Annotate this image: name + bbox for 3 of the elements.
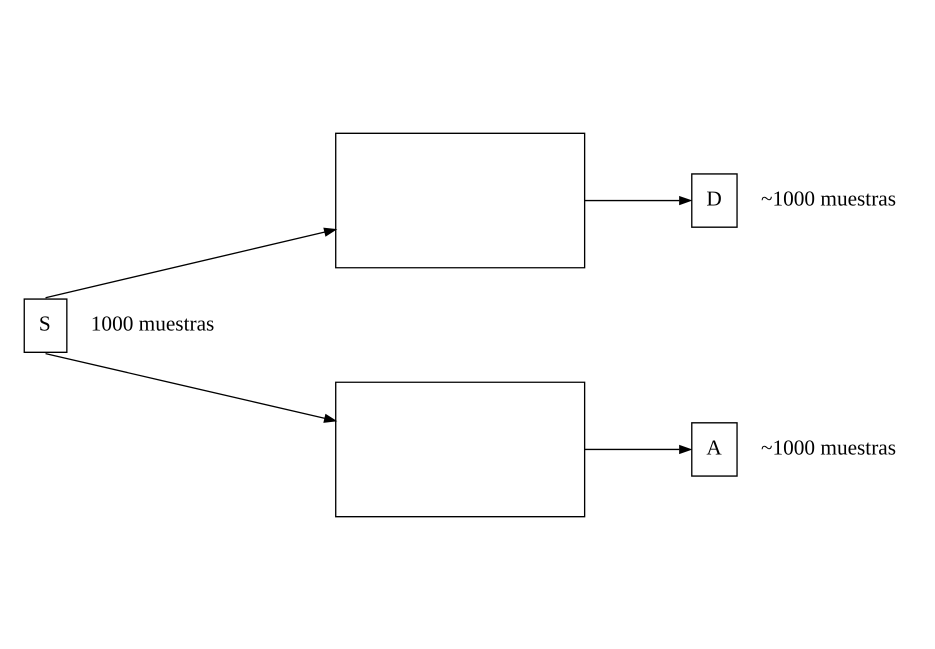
node-label: ~1000 muestras: [761, 435, 896, 460]
node-label: ~1000 muestras: [761, 186, 896, 210]
node-label: 1000 muestras: [90, 311, 214, 336]
